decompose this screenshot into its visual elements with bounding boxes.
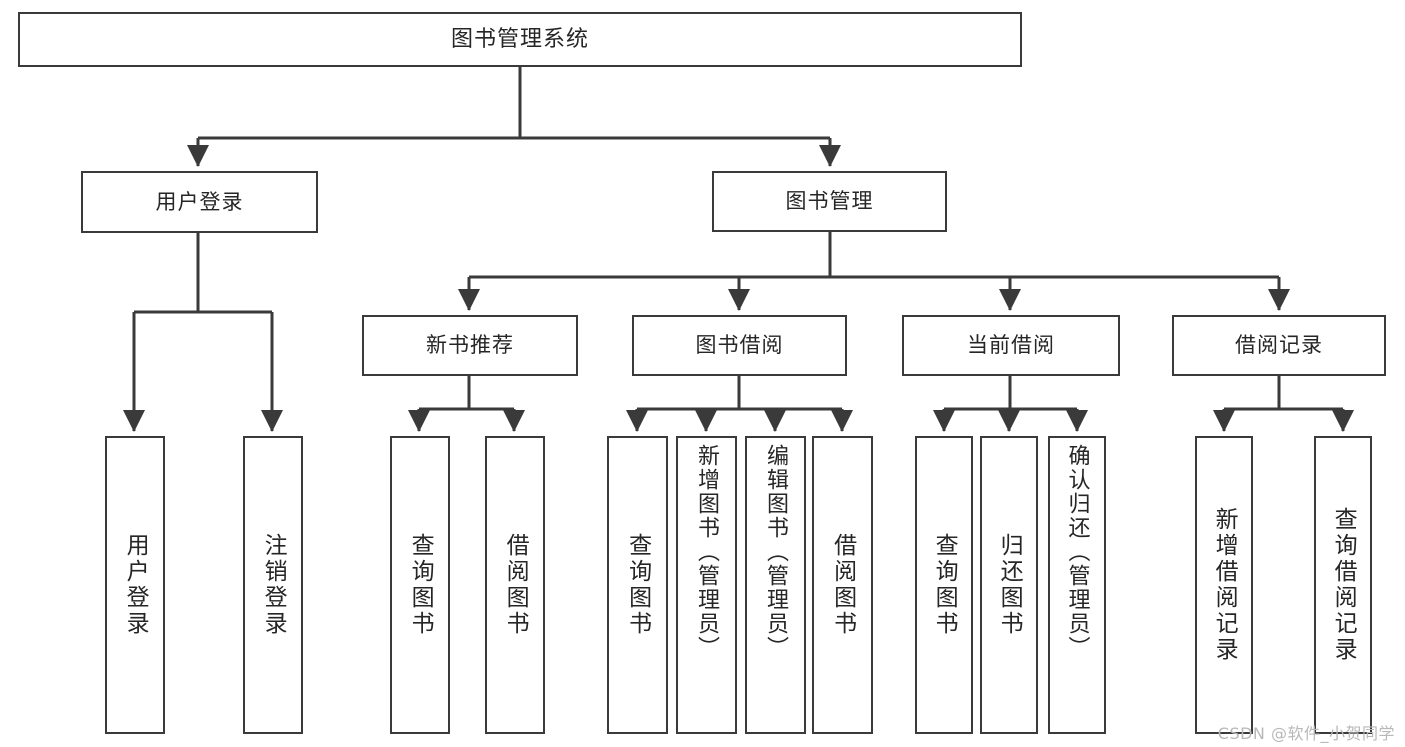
leaf-query-borrow-record[interactable]: 查询借阅记录 <box>1314 436 1372 734</box>
node-new-book-recommendation[interactable]: 新书推荐 <box>362 315 578 376</box>
node-label: 新增借阅记录 <box>1211 507 1238 663</box>
leaf-query-book-borrowing[interactable]: 查询图书 <box>607 436 668 734</box>
node-label: 确认归还（管理员） <box>1064 444 1090 660</box>
node-label: 编辑图书（管理员） <box>763 444 789 660</box>
leaf-query-book-current[interactable]: 查询图书 <box>915 436 973 734</box>
node-label: 用户登录 <box>155 189 244 214</box>
node-label: 借阅图书 <box>502 533 529 637</box>
node-user-login[interactable]: 用户登录 <box>81 171 318 233</box>
node-label: 查询图书 <box>624 533 651 637</box>
node-label: 借阅图书 <box>829 533 856 637</box>
node-label: 归还图书 <box>996 533 1023 637</box>
leaf-user-login[interactable]: 用户登录 <box>105 436 165 734</box>
node-label: 借阅记录 <box>1235 333 1323 358</box>
node-book-borrowing[interactable]: 图书借阅 <box>632 315 847 376</box>
leaf-borrow-book[interactable]: 借阅图书 <box>812 436 873 734</box>
node-label: 新增图书（管理员） <box>694 444 720 660</box>
node-root-book-management-system[interactable]: 图书管理系统 <box>18 12 1022 67</box>
leaf-borrow-book-recommendation[interactable]: 借阅图书 <box>485 436 545 734</box>
watermark-text: CSDN @软件_小贺同学 <box>1217 724 1395 743</box>
node-label: 查询借阅记录 <box>1330 507 1357 663</box>
node-current-borrowing[interactable]: 当前借阅 <box>902 315 1120 376</box>
node-label: 图书借阅 <box>695 333 784 358</box>
node-label: 查询图书 <box>931 533 958 637</box>
leaf-query-book-recommendation[interactable]: 查询图书 <box>390 436 450 734</box>
node-book-management[interactable]: 图书管理 <box>712 171 947 232</box>
leaf-return-book[interactable]: 归还图书 <box>980 436 1038 734</box>
leaf-add-book-admin[interactable]: 新增图书（管理员） <box>676 436 737 734</box>
leaf-confirm-return-admin[interactable]: 确认归还（管理员） <box>1048 436 1106 734</box>
node-borrowing-records[interactable]: 借阅记录 <box>1172 315 1386 376</box>
node-label: 图书管理 <box>785 189 874 214</box>
node-label: 用户登录 <box>122 533 149 637</box>
leaf-add-borrow-record[interactable]: 新增借阅记录 <box>1195 436 1253 734</box>
node-label: 图书管理系统 <box>450 26 589 52</box>
node-label: 当前借阅 <box>967 333 1055 358</box>
node-label: 新书推荐 <box>426 333 514 358</box>
leaf-edit-book-admin[interactable]: 编辑图书（管理员） <box>745 436 806 734</box>
leaf-logout[interactable]: 注销登录 <box>243 436 303 734</box>
node-label: 查询图书 <box>407 533 434 637</box>
node-label: 注销登录 <box>260 533 287 637</box>
